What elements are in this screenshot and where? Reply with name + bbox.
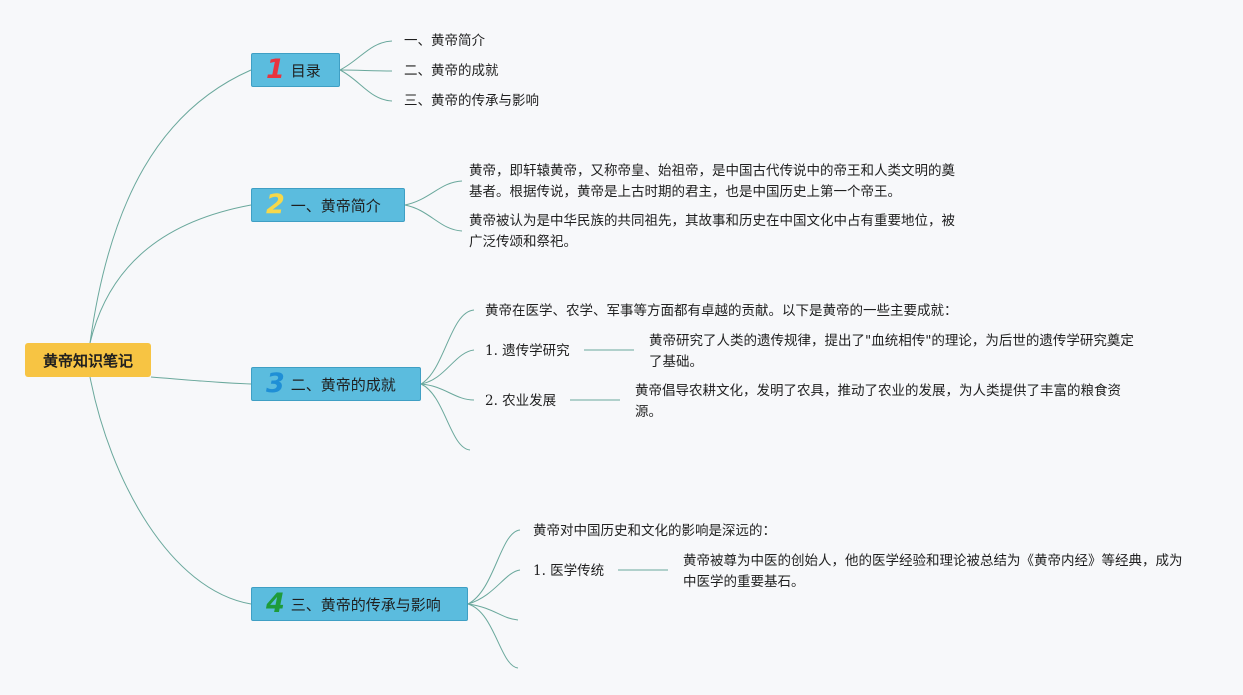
root-node[interactable]: 黄帝知识笔记 (25, 343, 151, 377)
subitem-detail[interactable]: 黄帝倡导农耕文化，发明了农具，推动了农业的发展，为人类提供了丰富的粮食资源。 (635, 383, 1121, 420)
branch-number: 3 (266, 368, 285, 399)
branch-node-intro[interactable]: 2 一、黄帝简介 (251, 188, 405, 222)
achievements-intro[interactable]: 黄帝在医学、农学、军事等方面都有卓越的贡献。以下是黄帝的一些主要成就： (485, 303, 958, 319)
branch-label: 一、黄帝简介 (290, 196, 381, 215)
root-label: 黄帝知识笔记 (42, 351, 133, 370)
legacy-intro[interactable]: 黄帝对中国历史和文化的影响是深远的： (533, 523, 776, 539)
branch-label: 三、黄帝的传承与影响 (290, 595, 441, 614)
subitem-label[interactable]: 1. 遗传学研究 (485, 343, 570, 359)
intro-paragraph[interactable]: 黄帝被认为是中华民族的共同祖先，其故事和历史在中国文化中占有重要地位，被广泛传颂… (469, 213, 955, 250)
subitem-detail[interactable]: 黄帝研究了人类的遗传规律，提出了"血统相传"的理论，为后世的遗传学研究奠定了基础… (649, 333, 1134, 370)
subitem-label[interactable]: 2. 农业发展 (485, 393, 557, 409)
link-root-branch-1 (89, 69, 252, 344)
link-b4-empty-2 (467, 603, 519, 669)
toc-item[interactable]: 二、黄帝的成就 (404, 63, 499, 79)
toc-item[interactable]: 一、黄帝简介 (404, 33, 485, 49)
link-root-branch-4 (89, 376, 252, 605)
branch-node-legacy[interactable]: 4 三、黄帝的传承与影响 (251, 587, 468, 621)
subitem-label[interactable]: 1. 医学传统 (533, 563, 605, 579)
subitem-detail[interactable]: 黄帝被尊为中医的创始人，他的医学经验和理论被总结为《黄帝内经》等经典，成为中医学… (683, 553, 1183, 590)
link-b2-para-2 (404, 204, 463, 232)
branch-label: 二、黄帝的成就 (290, 375, 396, 394)
link-b4-intro (467, 529, 521, 605)
link-root-branch-3 (150, 376, 252, 385)
branch-number: 1 (266, 54, 285, 85)
link-b4-empty-1 (467, 603, 519, 621)
toc-item[interactable]: 三、黄帝的传承与影响 (404, 93, 539, 109)
link-b3-intro (420, 309, 475, 385)
link-b3-sub-2 (420, 383, 475, 401)
branch-node-achievements[interactable]: 3 二、黄帝的成就 (251, 367, 421, 401)
branch-label: 目录 (290, 61, 321, 80)
link-root-branch-2 (89, 204, 252, 344)
link-b1-item-1 (339, 40, 393, 71)
branch-number: 4 (266, 588, 285, 619)
link-b2-para-1 (404, 180, 463, 206)
link-b1-item-2 (339, 69, 393, 72)
branch-node-toc[interactable]: 1 目录 (251, 53, 340, 87)
link-b1-item-3 (339, 69, 393, 102)
link-b4-sub-1 (467, 569, 521, 605)
link-b3-empty (420, 383, 471, 451)
intro-paragraph[interactable]: 黄帝，即轩辕黄帝，又称帝皇、始祖帝，是中国古代传说中的帝王和人类文明的奠基者。根… (469, 163, 955, 200)
link-b3-sub-1 (420, 349, 475, 385)
branch-number: 2 (266, 189, 285, 220)
